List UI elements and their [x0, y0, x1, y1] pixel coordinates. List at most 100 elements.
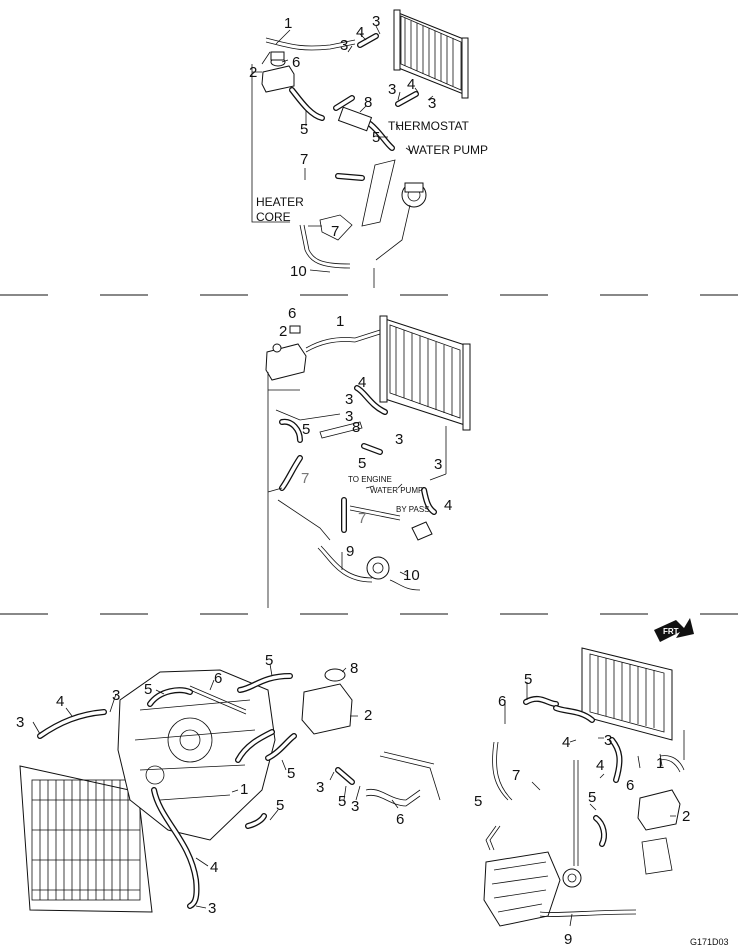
callout: 9 [564, 931, 572, 948]
callout: 7 [358, 510, 366, 527]
heater-core-label-line1: HEATER [256, 195, 304, 209]
hoses-top [265, 33, 419, 269]
heater-core-label-line2: CORE [256, 210, 291, 224]
callout: 5 [144, 681, 152, 698]
callout: 3 [395, 431, 403, 448]
middle-diagram: 6 2 1 3 4 3 8 3 5 7 5 3 4 7 9 10 TO ENGI… [265, 305, 471, 608]
callout: 3 [372, 13, 380, 30]
callout: 3 [351, 798, 359, 815]
to-engine-label: TO ENGINE [348, 475, 392, 484]
callout: 4 [444, 497, 452, 514]
engine-block-bl [117, 669, 276, 841]
callout: 6 [288, 305, 296, 322]
callouts-bl: 4 3 3 5 6 5 8 2 1 5 3 5 3 6 5 4 3 [16, 652, 404, 917]
engine-assembly-br [483, 851, 582, 927]
callout: 1 [240, 781, 248, 798]
callout: 5 [372, 129, 380, 146]
callouts-mid: 6 2 1 3 4 3 8 3 5 7 5 3 4 7 9 10 [279, 305, 452, 584]
callouts-br: 5 6 4 3 7 5 4 5 6 1 2 9 [474, 671, 690, 948]
water-pump-label-mid: WATER PUMP [370, 486, 423, 495]
callout: 8 [364, 94, 372, 111]
callout: 3 [434, 456, 442, 473]
callout: 10 [403, 567, 420, 584]
callout: 6 [396, 811, 404, 828]
callout: 10 [290, 263, 307, 280]
callout: 4 [356, 24, 364, 41]
callout: 7 [331, 223, 339, 240]
callout: 1 [656, 755, 664, 772]
callout: 3 [604, 732, 612, 749]
coolant-reservoir-mid [265, 325, 307, 381]
radiator-mid [379, 315, 471, 431]
callout: 2 [279, 323, 287, 340]
callout: 6 [292, 54, 300, 71]
hoses-bl [37, 673, 441, 909]
callout: 8 [350, 660, 358, 677]
callout: 5 [338, 793, 346, 810]
radiator-br [581, 647, 673, 741]
hoses-br [485, 695, 685, 917]
callout: 1 [284, 15, 292, 32]
callout: 9 [346, 543, 354, 560]
coolant-reservoir-top [261, 51, 295, 93]
callout: 6 [498, 693, 506, 710]
callout: 2 [364, 707, 372, 724]
callout: 5 [524, 671, 532, 688]
coolant-reservoir-bl [301, 668, 353, 735]
leader-lines-br [504, 682, 676, 927]
callout: 2 [682, 808, 690, 825]
thermostat-housing-mid [411, 521, 433, 541]
callout: 3 [112, 687, 120, 704]
callout: 5 [474, 793, 482, 810]
bottom-right-diagram: FRT [474, 618, 729, 948]
top-diagram: 1 2 6 3 4 3 3 4 3 5 8 5 7 7 10 THERMOSTA… [249, 9, 488, 288]
callout: 7 [512, 767, 520, 784]
callout: 5 [588, 789, 596, 806]
callout: 4 [407, 76, 415, 93]
thermostat-housing-top [337, 106, 373, 132]
radiator-bl [19, 765, 153, 913]
radiator-top [393, 9, 469, 99]
bottom-left-diagram: 4 3 3 5 6 5 8 2 1 5 3 5 3 6 5 4 3 [16, 652, 441, 917]
callout: 1 [336, 313, 344, 330]
callout: 3 [16, 714, 24, 731]
callout: 5 [300, 121, 308, 138]
callout: 7 [301, 470, 309, 487]
water-pump-label: WATER PUMP [408, 143, 488, 157]
callouts-top: 1 2 6 3 4 3 3 4 3 5 8 5 7 7 10 [249, 13, 436, 280]
water-pump-mid [366, 556, 390, 580]
callout: 3 [345, 391, 353, 408]
labels-top: THERMOSTAT WATER PUMP HEATER CORE [256, 119, 488, 224]
callout: 3 [316, 779, 324, 796]
front-direction-arrow: FRT [654, 618, 694, 642]
callout: 5 [276, 797, 284, 814]
callout: 4 [56, 693, 64, 710]
callout: 3 [340, 37, 348, 54]
callout: 3 [428, 95, 436, 112]
callout: 5 [358, 455, 366, 472]
callout: 4 [562, 734, 570, 751]
callout: 2 [249, 64, 257, 81]
callout: 3 [388, 81, 396, 98]
by-pass-label: BY PASS [396, 505, 430, 514]
callout: 4 [210, 859, 218, 876]
leader-lines-mid [267, 372, 447, 608]
callout: 3 [345, 408, 353, 425]
callout: 3 [208, 900, 216, 917]
callout: 8 [352, 419, 360, 436]
callout: 7 [300, 151, 308, 168]
callout: 4 [358, 374, 366, 391]
front-badge-label: FRT [663, 627, 679, 636]
leader-lines-top [251, 25, 434, 273]
figure-code: G171D03 [690, 937, 729, 947]
coolant-reservoir-br [637, 789, 681, 875]
callout: 4 [596, 757, 604, 774]
thermostat-label: THERMOSTAT [388, 119, 470, 133]
callout: 6 [214, 670, 222, 687]
water-pump-top [401, 182, 427, 208]
leader-lines-bl [32, 663, 399, 909]
callout: 5 [265, 652, 273, 669]
callout: 5 [287, 765, 295, 782]
